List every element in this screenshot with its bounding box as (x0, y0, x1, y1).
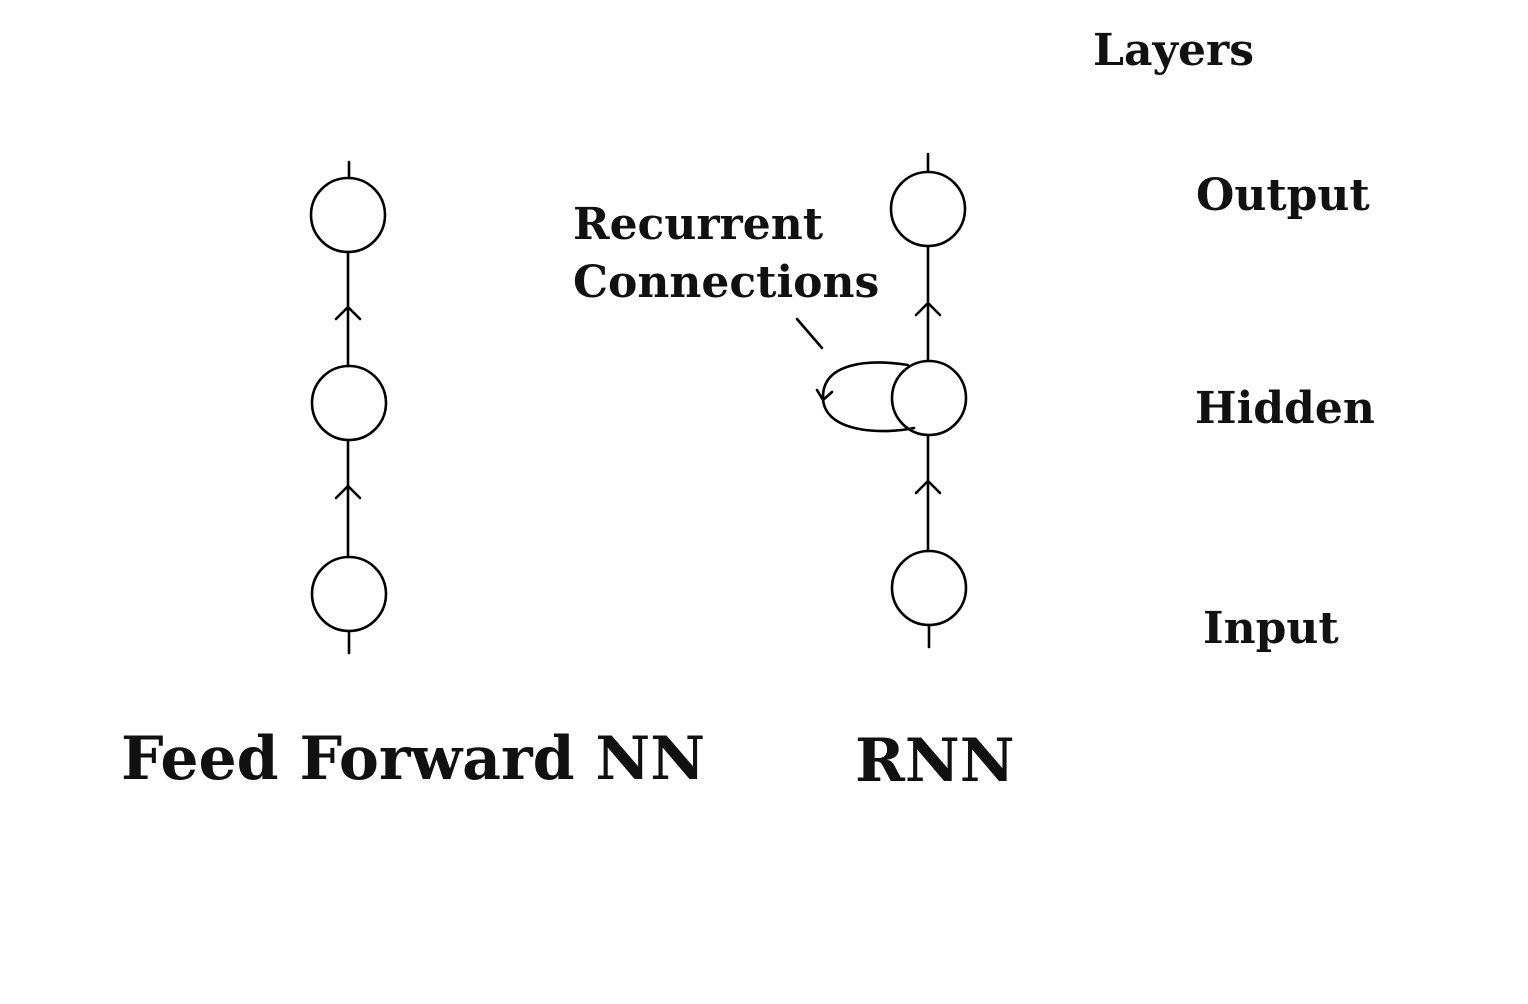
rnn-hidden-node (890, 359, 968, 437)
recurrent-note-line1: Recurrent (573, 199, 824, 250)
ff-arrow-hidden-output (334, 305, 362, 321)
feed-forward-network (309, 160, 388, 655)
layers-heading: Layers (1093, 25, 1254, 76)
ff-arrow-input-hidden (334, 484, 362, 500)
title-feed-forward: Feed Forward NN (121, 724, 705, 794)
ff-input-node (310, 555, 388, 633)
rnn-arrow-input-hidden (914, 479, 942, 495)
rnn-input-node (890, 549, 968, 627)
rnn-output-node (889, 170, 967, 248)
ff-output-node (309, 176, 387, 254)
rnn-recurrent-arrowhead (815, 388, 834, 402)
rnn-network (815, 152, 968, 649)
rnn-arrow-hidden-output (914, 301, 942, 317)
recurrent-note-line2: Connections (573, 257, 879, 308)
layer-label-input: Input (1203, 603, 1339, 654)
ff-hidden-node (310, 364, 388, 442)
layer-label-output: Output (1196, 170, 1370, 221)
recurrent-note-pointer (795, 317, 824, 350)
title-rnn: RNN (855, 726, 1015, 796)
layer-label-hidden: Hidden (1195, 383, 1375, 434)
